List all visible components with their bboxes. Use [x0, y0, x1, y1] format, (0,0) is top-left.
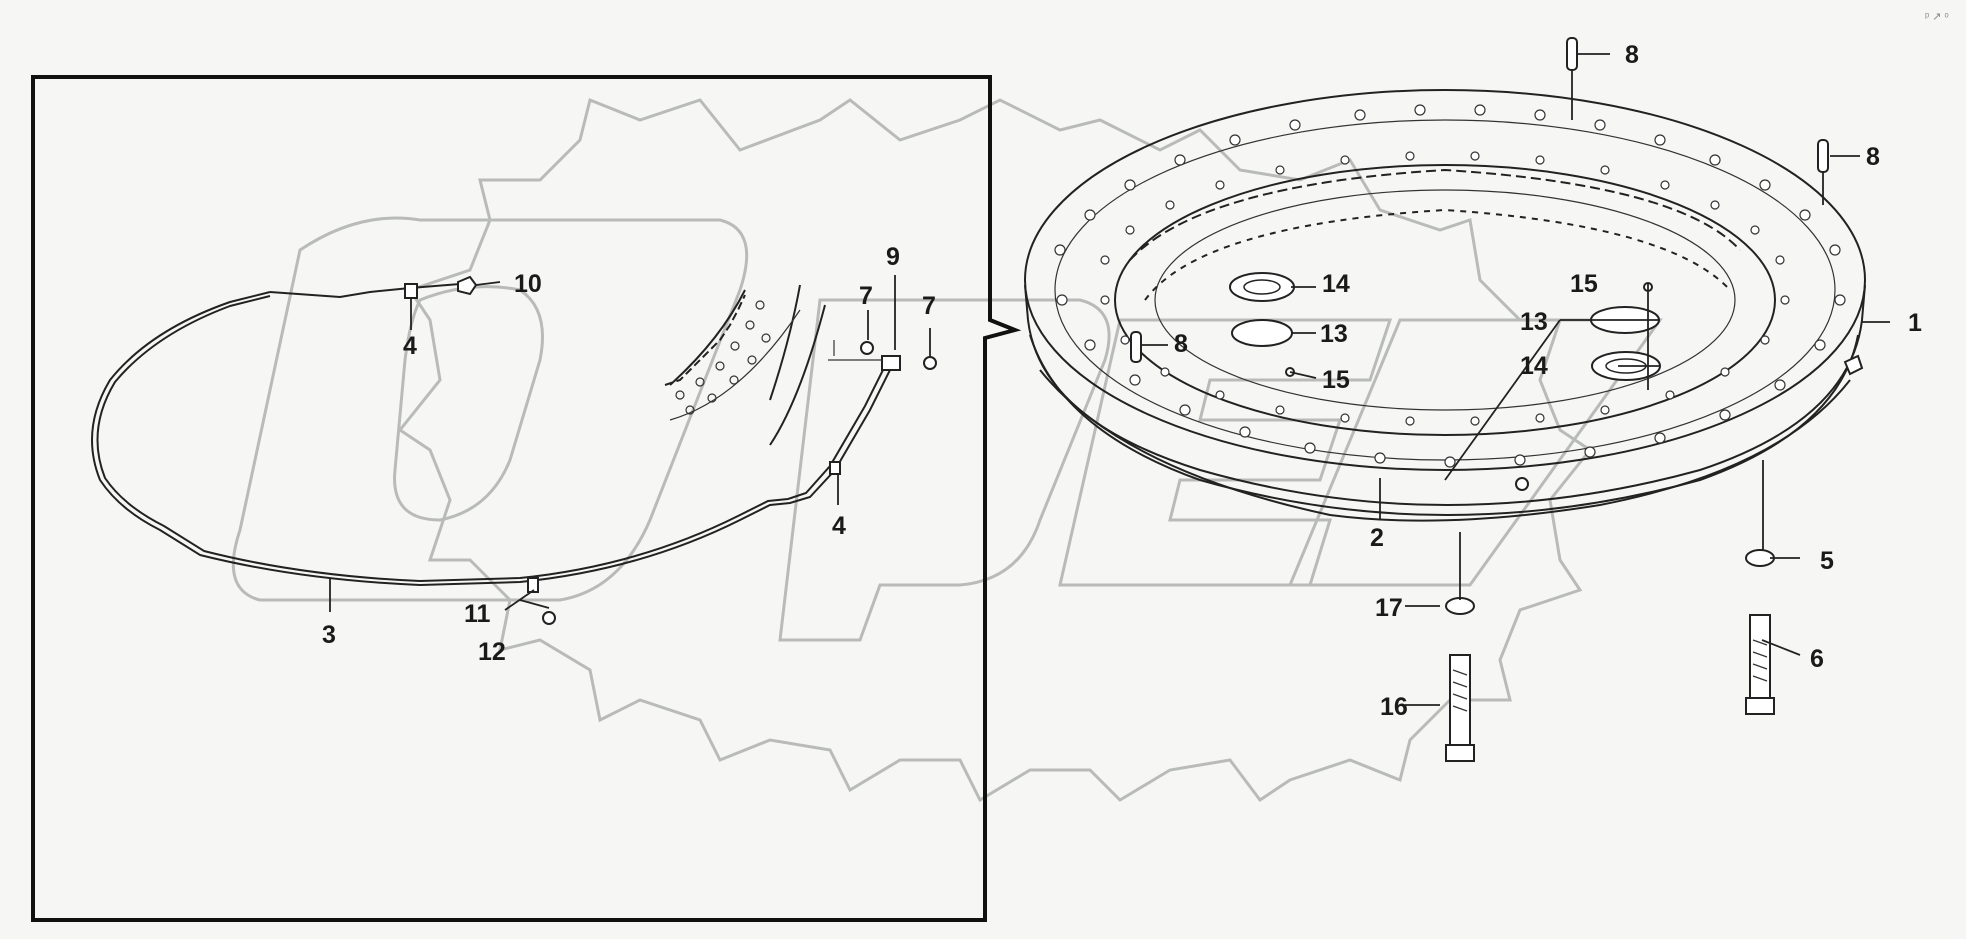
callout-12: 12 — [478, 638, 506, 666]
callout-4-bottom: 4 — [832, 512, 846, 540]
small-parts — [1130, 37, 1829, 762]
watermark-logo — [231, 97, 1663, 803]
left-fittings — [404, 275, 937, 625]
grease-nipple — [1843, 354, 1864, 376]
callout-14-left: 14 — [1322, 270, 1350, 298]
callout-5: 5 — [1820, 547, 1834, 575]
callout-7-right: 7 — [922, 292, 936, 320]
part-callouts: 1 2 3 4 4 5 6 7 7 8 8 8 9 10 11 12 13 13… — [322, 41, 1922, 721]
grease-line-loop — [91, 283, 891, 587]
callout-17: 17 — [1375, 594, 1403, 622]
slewing-ring-assembly — [1024, 89, 1866, 522]
outer-bolt-holes — [1054, 104, 1846, 468]
callout-4-top: 4 — [403, 332, 417, 360]
callout-2: 2 — [1370, 524, 1384, 552]
callout-1: 1 — [1908, 309, 1922, 337]
callout-15-left: 15 — [1322, 366, 1350, 394]
callout-11: 11 — [464, 600, 491, 628]
callout-8-top: 8 — [1625, 41, 1639, 69]
leader-lines — [329, 53, 1890, 706]
inner-bolt-holes — [1100, 151, 1790, 426]
callout-8-left: 8 — [1174, 330, 1188, 358]
callout-3: 3 — [322, 621, 336, 649]
ring-detail-partial — [664, 284, 826, 446]
callout-13-left: 13 — [1320, 320, 1348, 348]
detail-inset-frame — [31, 75, 1022, 922]
callout-13-right: 13 — [1520, 308, 1548, 336]
callout-6: 6 — [1810, 645, 1824, 673]
callout-9: 9 — [886, 243, 900, 271]
callout-10: 10 — [514, 270, 542, 298]
callout-7-left: 7 — [859, 282, 873, 310]
ring-detail-bolt-holes — [675, 300, 771, 415]
callout-16: 16 — [1380, 693, 1408, 721]
callout-14-right: 14 — [1520, 352, 1548, 380]
callout-8-right: 8 — [1866, 143, 1880, 171]
callout-15-right: 15 — [1570, 270, 1598, 298]
corner-mark: ᵖ ↗ ᵒ — [1925, 11, 1949, 23]
